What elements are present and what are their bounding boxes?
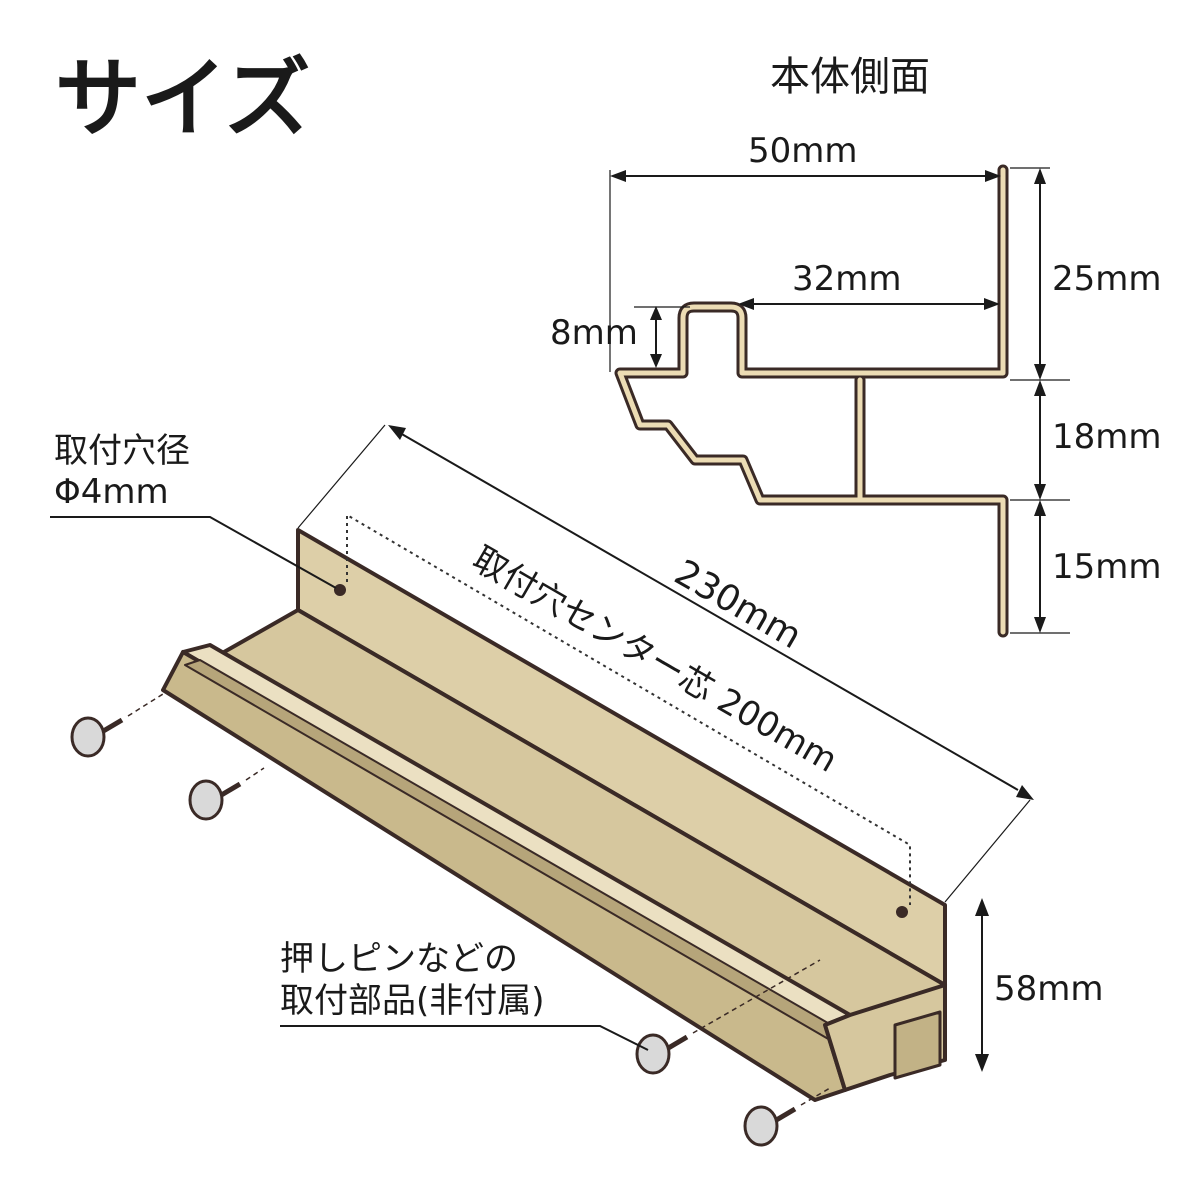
- side-view-profile: [614, 164, 1009, 638]
- page-title: サイズ: [55, 49, 310, 149]
- parts-leader: [280, 1025, 649, 1051]
- hole-center-guide: [346, 513, 911, 905]
- dim-height-top: 25mm: [1052, 259, 1162, 299]
- dim-lip-height: 8mm: [550, 313, 638, 353]
- shelf-illustration: [161, 528, 947, 1102]
- pin-icon: [635, 959, 821, 1075]
- length-dimension: [297, 424, 1034, 903]
- height-dimension: [975, 898, 989, 1072]
- dim-height: 58mm: [994, 969, 1104, 1009]
- pin-icon: [188, 767, 265, 821]
- side-view-title: 本体側面: [770, 54, 930, 100]
- push-pins: [70, 693, 831, 1147]
- parts-note: 取付部品(非付属): [280, 981, 545, 1021]
- pin-icon: [70, 693, 164, 758]
- dim-width-total: 50mm: [748, 131, 858, 171]
- dim-height-bottom: 15mm: [1052, 547, 1162, 587]
- hole-diameter-value: Φ4mm: [54, 472, 169, 512]
- dim-width-inner: 32mm: [792, 259, 902, 299]
- pin-icon: [743, 1087, 831, 1147]
- dim-length: 230mm: [668, 552, 809, 657]
- hole-diameter-leader: [50, 516, 337, 589]
- side-view-dimensions: [609, 167, 1070, 634]
- hole-diameter-label: 取付穴径: [54, 431, 190, 471]
- mounting-hole-right: [896, 906, 908, 918]
- dim-height-middle: 18mm: [1052, 417, 1162, 457]
- parts-label: 押しピンなどの: [280, 939, 518, 979]
- mounting-hole-left: [334, 584, 346, 596]
